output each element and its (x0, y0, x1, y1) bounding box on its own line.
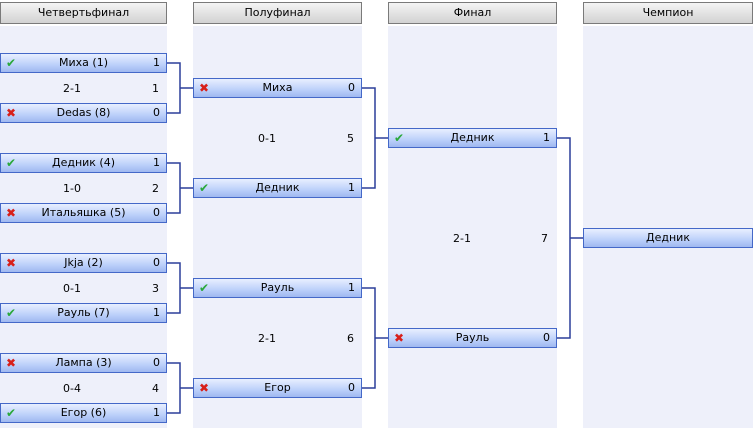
qf3-bottom-slot[interactable]: ✔ Рауль (7) 1 (0, 303, 167, 323)
team-name: Лампа (3) (55, 356, 112, 369)
team-score: 0 (153, 256, 160, 269)
team-name: Dedas (8) (56, 106, 111, 119)
header-semifinal: Полуфинал (193, 2, 362, 24)
cross-icon: ✖ (5, 106, 17, 120)
qf1-series: 2-1 (63, 82, 81, 95)
header-final: Финал (388, 2, 557, 24)
team-score: 0 (153, 206, 160, 219)
cross-icon: ✖ (198, 381, 210, 395)
cross-icon: ✖ (5, 356, 17, 370)
qf4-bottom-slot[interactable]: ✔ Егор (6) 1 (0, 403, 167, 423)
team-score: 0 (348, 81, 355, 94)
qf2-bottom-slot[interactable]: ✖ Итальяшка (5) 0 (0, 203, 167, 223)
team-name: Егор (264, 381, 291, 394)
team-score: 1 (348, 181, 355, 194)
qf3-series: 0-1 (63, 282, 81, 295)
check-icon: ✔ (198, 181, 210, 195)
header-champion: Чемпион (583, 2, 753, 24)
sf2-match-number: 6 (347, 332, 354, 345)
team-name: Рауль (455, 331, 490, 344)
sf2-top-slot[interactable]: ✔ Рауль 1 (193, 278, 362, 298)
team-score: 0 (348, 381, 355, 394)
qf4-top-slot[interactable]: ✖ Лампа (3) 0 (0, 353, 167, 373)
sf1-bottom-slot[interactable]: ✔ Дедник 1 (193, 178, 362, 198)
qf1-bottom-slot[interactable]: ✖ Dedas (8) 0 (0, 103, 167, 123)
final-top-slot[interactable]: ✔ Дедник 1 (388, 128, 557, 148)
team-score: 1 (153, 156, 160, 169)
final-bottom-slot[interactable]: ✖ Рауль 0 (388, 328, 557, 348)
team-score: 0 (153, 106, 160, 119)
sf1-match-number: 5 (347, 132, 354, 145)
cross-icon: ✖ (5, 206, 17, 220)
qf4-match-number: 4 (152, 382, 159, 395)
qf3-top-slot[interactable]: ✖ Jkja (2) 0 (0, 253, 167, 273)
team-score: 1 (153, 56, 160, 69)
final-column (388, 26, 557, 428)
sf2-bottom-slot[interactable]: ✖ Егор 0 (193, 378, 362, 398)
team-score: 1 (543, 131, 550, 144)
team-score: 1 (153, 406, 160, 419)
cross-icon: ✖ (5, 256, 17, 270)
team-name: Миха (1) (59, 56, 108, 69)
team-name: Миха (262, 81, 293, 94)
qf2-match-number: 2 (152, 182, 159, 195)
team-score: 0 (153, 356, 160, 369)
team-name: Рауль (7) (57, 306, 110, 319)
check-icon: ✔ (5, 306, 17, 320)
check-icon: ✔ (5, 406, 17, 420)
cross-icon: ✖ (198, 81, 210, 95)
check-icon: ✔ (5, 56, 17, 70)
team-score: 1 (348, 281, 355, 294)
check-icon: ✔ (5, 156, 17, 170)
team-name: Jkja (2) (64, 256, 103, 269)
team-name: Рауль (260, 281, 295, 294)
team-score: 1 (153, 306, 160, 319)
qf3-match-number: 3 (152, 282, 159, 295)
qf1-match-number: 1 (152, 82, 159, 95)
qf4-series: 0-4 (63, 382, 81, 395)
team-name: Дедник (450, 131, 495, 144)
champion-column (583, 26, 753, 428)
check-icon: ✔ (393, 131, 405, 145)
header-quarterfinal: Четвертьфинал (0, 2, 167, 24)
team-name: Дедник (255, 181, 300, 194)
team-name: Егор (6) (60, 406, 107, 419)
final-series: 2-1 (453, 232, 471, 245)
sf2-series: 2-1 (258, 332, 276, 345)
team-score: 0 (543, 331, 550, 344)
team-name: Дедник (4) (51, 156, 116, 169)
final-match-number: 7 (541, 232, 548, 245)
qf2-top-slot[interactable]: ✔ Дедник (4) 1 (0, 153, 167, 173)
sf1-top-slot[interactable]: ✖ Миха 0 (193, 78, 362, 98)
qf2-series: 1-0 (63, 182, 81, 195)
qf1-top-slot[interactable]: ✔ Миха (1) 1 (0, 53, 167, 73)
check-icon: ✔ (198, 281, 210, 295)
sf1-series: 0-1 (258, 132, 276, 145)
champion-slot[interactable]: Дедник (583, 228, 753, 248)
team-name: Итальяшка (5) (41, 206, 126, 219)
champion-name: Дедник (646, 231, 690, 244)
cross-icon: ✖ (393, 331, 405, 345)
